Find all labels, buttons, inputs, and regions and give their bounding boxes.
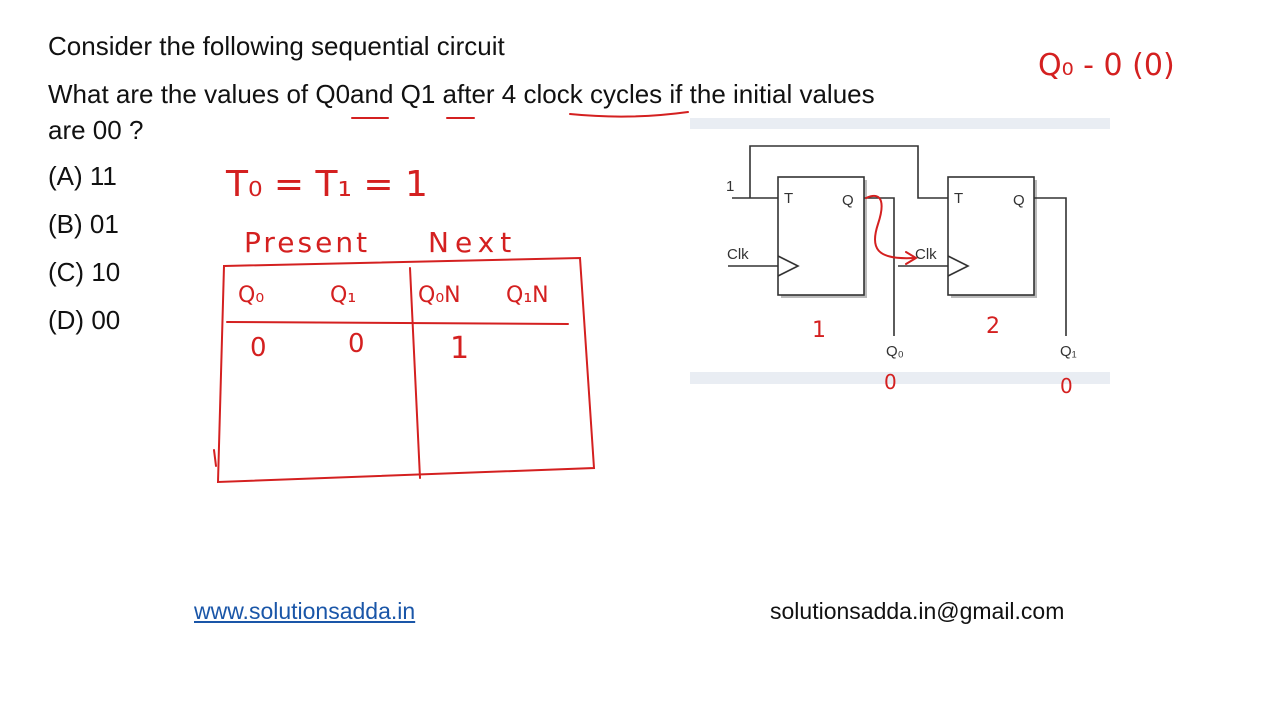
q1-value-note: 0 [1060, 374, 1073, 398]
q0-output-label: Q₀ [886, 343, 904, 360]
wire-top-loop [749, 145, 948, 199]
ff2-clk-label: Clk [915, 246, 937, 263]
flip-flop-1 [777, 176, 865, 296]
table-frame [216, 256, 596, 484]
wire-q0-out [864, 197, 895, 336]
row1-q1-value: 0 [348, 329, 365, 359]
q1-output-label: Q₁ [1060, 343, 1077, 360]
question-line-1: Consider the following sequential circui… [48, 31, 505, 61]
underline-clock-cycles [569, 111, 689, 118]
row1-q0-value: 0 [250, 333, 267, 363]
option-b: (B) 01 [48, 209, 119, 239]
table-next-label: Next [428, 226, 517, 259]
ff1-clk-label: Clk [727, 246, 749, 263]
q0-note: Q₀ - 0 (0) [1038, 48, 1175, 83]
option-a: (A) 11 [48, 161, 117, 191]
ff2-t-label: T [954, 190, 963, 207]
ff2-clock-triangle [947, 255, 970, 277]
ff1-clock-triangle [777, 255, 800, 277]
question-line-2: What are the values of Q0and Q1 after 4 … [48, 79, 875, 109]
col-q1n-label: Q₁N [506, 283, 549, 308]
contact-email: solutionsadda.in@gmail.com [770, 598, 1065, 624]
table-tick [213, 449, 217, 467]
option-c: (C) 10 [48, 257, 121, 287]
t-equation: T₀ = T₁ = 1 [225, 164, 428, 205]
question-line-3: are 00 ? [48, 115, 144, 145]
panel-bar-top [690, 118, 1110, 129]
q0-value-note: 0 [884, 370, 897, 394]
wire-q1-out [1034, 197, 1067, 336]
table-present-label: Present [244, 226, 370, 259]
ff1-q-label: Q [842, 192, 854, 209]
website-link[interactable]: www.solutionsadda.in [194, 598, 416, 624]
col-q0-label: Q₀ [238, 283, 264, 308]
panel-bar-bottom [690, 372, 1110, 384]
arrow-q0-to-clk2 [865, 195, 915, 260]
flip-flop-2 [947, 176, 1035, 296]
circuit-input-one: 1 [726, 178, 734, 195]
ff2-q-label: Q [1013, 192, 1025, 209]
ff2-number: 2 [986, 314, 1000, 339]
row1-q0n-value: 1 [450, 331, 469, 366]
arrow-head [905, 251, 918, 265]
ff1-number: 1 [812, 318, 826, 343]
col-q1-label: Q₁ [330, 283, 356, 308]
table-header-divider [226, 321, 569, 325]
ff1-t-label: T [784, 190, 793, 207]
table-column-divider [409, 267, 421, 479]
option-d: (D) 00 [48, 305, 121, 335]
col-q0n-label: Q₀N [418, 283, 461, 308]
